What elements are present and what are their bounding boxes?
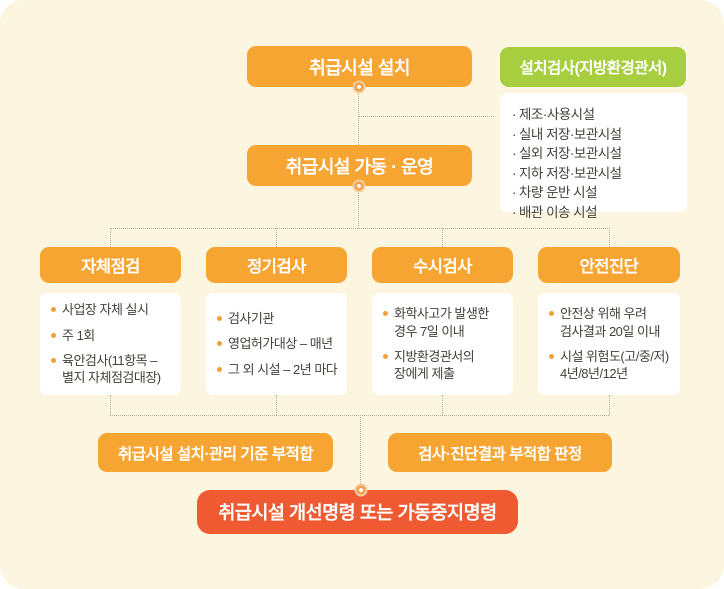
bullet-dot-icon (51, 332, 56, 338)
list-item: 지방환경관서의 장에게 제출 (383, 348, 505, 383)
list-item-text: 지방환경관서의 장에게 제출 (394, 349, 475, 382)
column-detail-occasional-inspection: 화학사고가 발생한 경우 7일 이내 지방환경관서의 장에게 제출 (372, 293, 513, 395)
connector-dot-icon (352, 179, 366, 193)
connector-line-to-order (360, 415, 361, 490)
install-inspection-label: 설치검사(지방환경관서) (519, 60, 667, 77)
list-item-text: 안전상 위해 우려 검사결과 20일 이내 (560, 306, 660, 339)
connector-line-install-to-operation (358, 88, 359, 145)
column-header-occasional-inspection: 수시검사 (372, 247, 513, 283)
improvement-order-box: 취급시설 개선명령 또는 가동중지명령 (197, 490, 518, 534)
column-title: 안전진단 (579, 258, 639, 276)
list-item: 주 1회 (51, 327, 173, 344)
bullet-dot-icon (217, 341, 222, 347)
connector-rise-col2 (276, 395, 277, 415)
bullet-dot-icon (217, 315, 222, 321)
list-item: 영업허가대상 – 매년 (217, 335, 339, 352)
facility-type-item: · 차량 운반 시설 (512, 183, 681, 203)
list-item: 그 외 시설 – 2년 마다 (217, 361, 339, 378)
list-item-text: 검사기관 (228, 310, 274, 326)
connector-rise-col4 (609, 395, 610, 415)
noncompliance-criteria-label: 취급시설 설치·관리 기준 부적합 (118, 445, 313, 463)
bullet-dot-icon (383, 311, 388, 317)
facility-type-list: · 제조·사용시설 · 실내 저장·보관시설 · 실외 저장·보관시설 · 지하… (500, 93, 687, 220)
connector-rise-col1 (110, 395, 111, 415)
facility-type-item: · 배관 이송 시설 (512, 203, 681, 223)
facility-type-text: 차량 운반 시설 (519, 185, 598, 201)
connector-line-operation-down (358, 186, 359, 228)
connector-drop-col2 (276, 228, 277, 247)
bullet: · (512, 107, 517, 122)
noncompliance-result-label: 검사·진단결과 부적합 판정 (418, 445, 582, 463)
facility-type-text: 배관 이송 시설 (519, 204, 598, 220)
connector-dot-icon (354, 483, 368, 497)
connector-drop-col1 (110, 228, 111, 247)
list-item-text: 사업장 자체 실시 (62, 302, 149, 318)
column-detail-regular-inspection: 검사기관 영업허가대상 – 매년 그 외 시설 – 2년 마다 (206, 293, 347, 395)
facility-type-text: 실외 저장·보관시설 (519, 146, 622, 162)
list-item: 화학사고가 발생한 경우 7일 이내 (383, 305, 505, 340)
list-item-text: 영업허가대상 – 매년 (228, 336, 333, 352)
facility-type-text: 지하 저장·보관시설 (519, 165, 622, 181)
list-item-text: 주 1회 (62, 327, 95, 343)
facility-type-text: 제조·사용시설 (519, 107, 595, 122)
improvement-order-label: 취급시설 개선명령 또는 가동중지명령 (218, 502, 497, 523)
column-header-regular-inspection: 정기검사 (206, 247, 347, 283)
column-title: 정기검사 (247, 258, 306, 276)
column-title: 수시검사 (413, 258, 472, 276)
noncompliance-criteria-box: 취급시설 설치·관리 기준 부적합 (98, 433, 333, 472)
column-header-safety-diagnosis: 안전진단 (538, 247, 680, 283)
facility-type-text: 실내 저장·보관시설 (519, 126, 622, 142)
facility-type-item: · 실내 저장·보관시설 (512, 125, 681, 145)
bullet-dot-icon (51, 307, 56, 313)
facility-type-item: · 지하 저장·보관시설 (512, 164, 681, 184)
connector-drop-col3 (442, 228, 443, 247)
connector-dot-icon (352, 80, 366, 94)
connector-line-branch-bottom (110, 415, 609, 416)
list-item-text: 시설 위험도(고/중/저) 4년/8년/12년 (560, 349, 669, 382)
column-detail-self-check: 사업장 자체 실시 주 1회 육안검사(11항목 – 별지 자체점검대장) (40, 293, 181, 395)
list-item-text: 화학사고가 발생한 경우 7일 이내 (394, 306, 489, 339)
facility-type-item: · 제조·사용시설 (512, 105, 681, 125)
bullet: · (512, 185, 517, 201)
bullet: · (512, 126, 517, 142)
list-item-text: 그 외 시설 – 2년 마다 (228, 361, 338, 377)
connector-rise-col3 (442, 395, 443, 415)
list-item: 안전상 위해 우려 검사결과 20일 이내 (549, 305, 672, 340)
bullet: · (512, 146, 517, 162)
column-detail-safety-diagnosis: 안전상 위해 우려 검사결과 20일 이내 시설 위험도(고/중/저) 4년/8… (538, 293, 680, 395)
connector-drop-col4 (609, 228, 610, 247)
noncompliance-result-box: 검사·진단결과 부적합 판정 (388, 433, 612, 472)
column-header-self-check: 자체점검 (40, 247, 181, 283)
bullet-dot-icon (549, 354, 554, 359)
column-title: 자체점검 (81, 258, 140, 276)
bullet: · (512, 165, 517, 181)
bullet: · (512, 204, 517, 220)
list-item: 육안검사(11항목 – 별지 자체점검대장) (51, 352, 173, 387)
list-item: 시설 위험도(고/중/저) 4년/8년/12년 (549, 348, 672, 383)
operation-label: 취급시설 가동 · 운영 (285, 156, 434, 177)
bullet-dot-icon (549, 311, 554, 317)
connector-line-branch-top (110, 228, 610, 229)
list-item: 검사기관 (217, 310, 339, 327)
operation-box: 취급시설 가동 · 운영 (247, 145, 472, 186)
bullet-dot-icon (51, 358, 56, 363)
install-facility-box: 취급시설 설치 (247, 46, 472, 87)
bullet-dot-icon (383, 354, 388, 359)
bullet-dot-icon (217, 366, 222, 372)
connector-line-to-facility-list (359, 116, 494, 117)
facility-type-item: · 실외 저장·보관시설 (512, 144, 681, 164)
list-item-text: 육안검사(11항목 – 별지 자체점검대장) (62, 353, 161, 386)
install-facility-label: 취급시설 설치 (309, 57, 410, 78)
install-inspection-box: 설치검사(지방환경관서) (500, 47, 686, 87)
list-item: 사업장 자체 실시 (51, 301, 173, 318)
